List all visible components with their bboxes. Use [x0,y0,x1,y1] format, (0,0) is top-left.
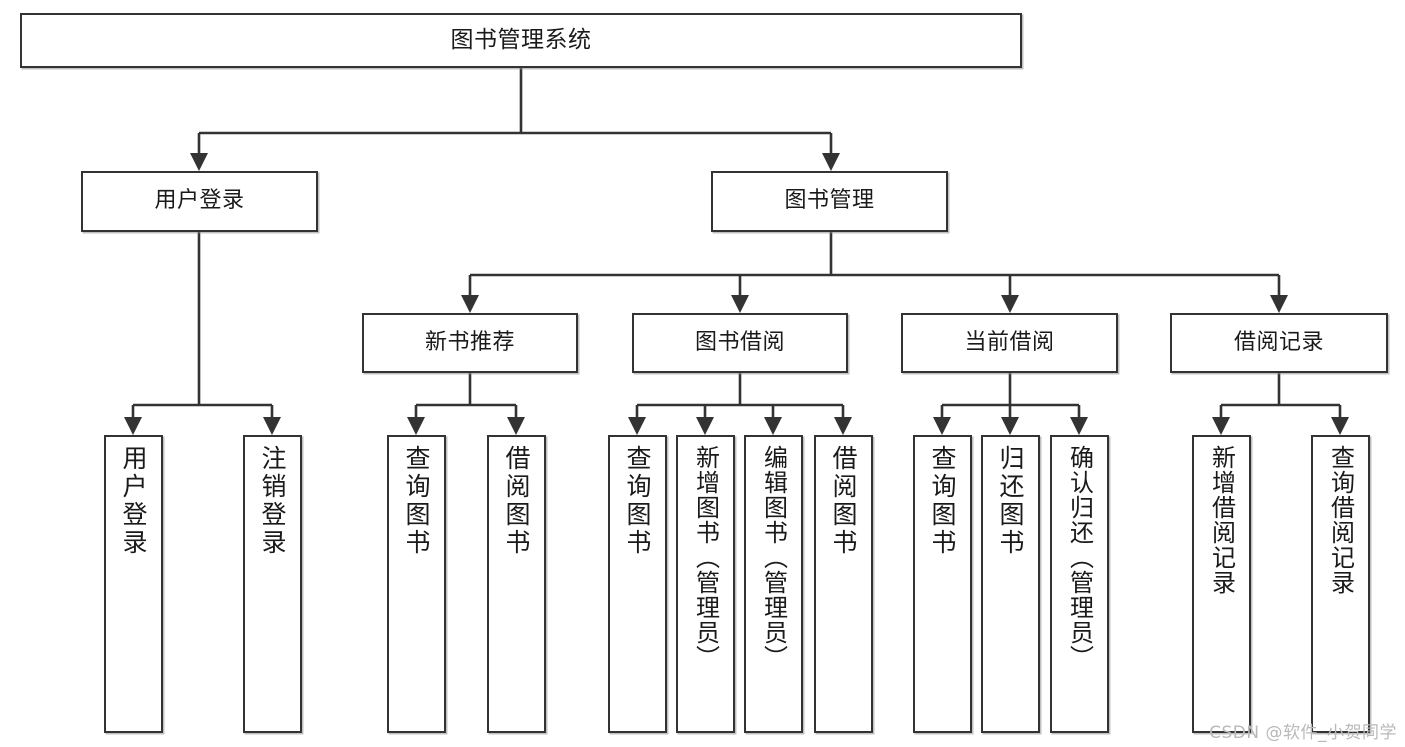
watermark-text: CSDN @软件_小贺同学 [1209,723,1397,743]
leaf-borrow-book[interactable]: 借阅图书 [814,435,873,733]
leaf-return-book[interactable]: 归还图书 [981,435,1040,733]
node-root-system[interactable]: 图书管理系统 [20,13,1022,68]
leaf-add-borrow-record[interactable]: 新增借阅记录 [1192,435,1251,733]
node-label: 借阅记录 [1233,329,1324,355]
node-label: 当前借阅 [964,329,1055,355]
node-label: 图书借阅 [694,329,785,355]
node-label: 借阅图书 [502,445,531,557]
leaf-user-login[interactable]: 用户登录 [104,435,163,733]
node-label: 确认归还（管理员） [1065,445,1094,670]
leaf-edit-book-admin[interactable]: 编辑图书（管理员） [744,435,803,733]
leaf-add-book-admin[interactable]: 新增图书（管理员） [676,435,735,733]
node-new-book-recommend[interactable]: 新书推荐 [362,313,578,373]
node-label: 新增图书（管理员） [691,445,720,670]
node-label: 用户登录 [154,188,245,214]
node-label: 查询借阅记录 [1326,445,1355,595]
node-label: 归还图书 [996,445,1025,557]
node-user-login[interactable]: 用户登录 [81,171,318,232]
leaf-confirm-return-admin[interactable]: 确认归还（管理员） [1050,435,1109,733]
leaf-logout[interactable]: 注销登录 [243,435,302,733]
node-label: 新增借阅记录 [1207,445,1236,595]
leaf-query-book-borrow[interactable]: 查询图书 [608,435,667,733]
node-label: 编辑图书（管理员） [759,445,788,670]
leaf-query-book-current[interactable]: 查询图书 [913,435,972,733]
node-label: 新书推荐 [424,329,515,355]
node-book-management[interactable]: 图书管理 [711,171,948,232]
node-label: 借阅图书 [829,445,858,557]
leaf-borrow-book-recommend[interactable]: 借阅图书 [487,435,546,733]
node-label: 查询图书 [928,445,957,557]
node-book-borrow[interactable]: 图书借阅 [632,313,848,373]
leaf-query-borrow-record[interactable]: 查询借阅记录 [1311,435,1370,733]
node-borrow-record[interactable]: 借阅记录 [1170,313,1388,373]
node-label: 查询图书 [402,445,431,557]
node-label: 注销登录 [258,445,287,557]
node-label: 图书管理系统 [450,26,592,53]
leaf-query-book-recommend[interactable]: 查询图书 [387,435,446,733]
node-current-borrow[interactable]: 当前借阅 [901,313,1118,373]
node-label: 用户登录 [119,445,148,557]
node-label: 图书管理 [784,188,875,214]
node-label: 查询图书 [623,445,652,557]
